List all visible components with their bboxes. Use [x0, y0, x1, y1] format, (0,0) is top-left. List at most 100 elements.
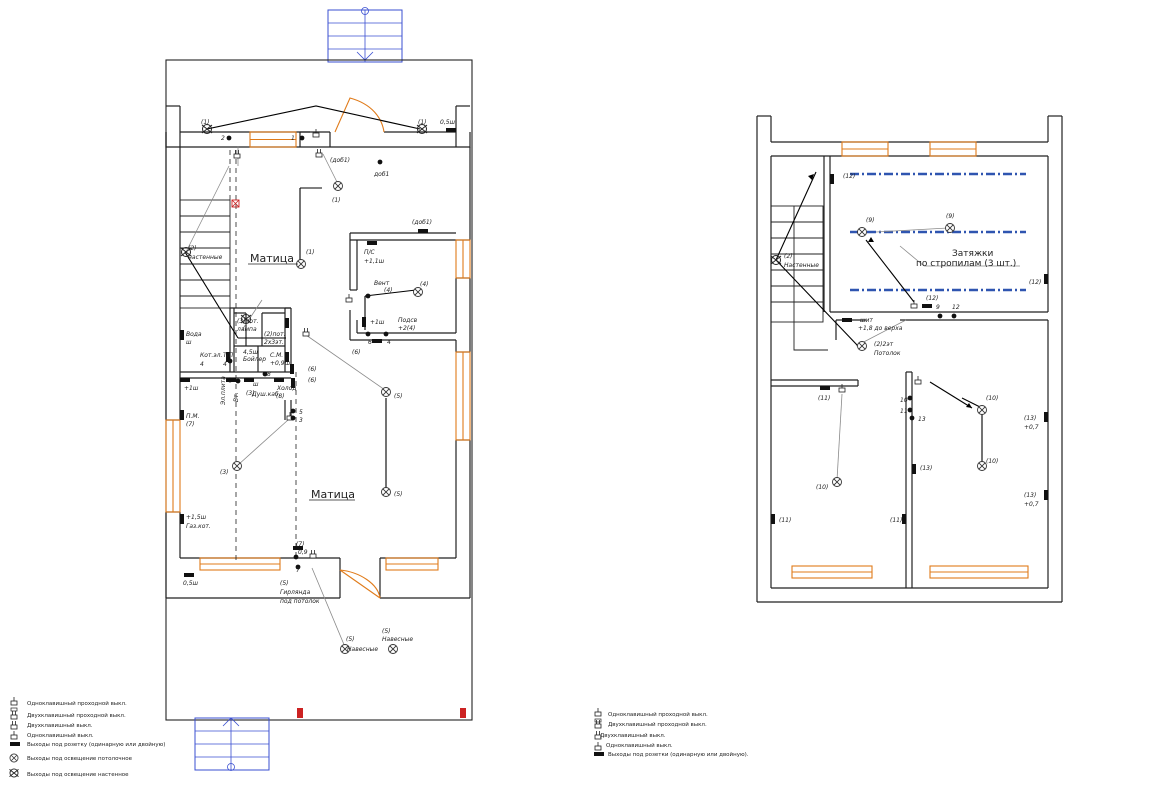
label-lamp-3b: (3) — [220, 469, 229, 476]
top-entrance-stairs — [327, 7, 403, 63]
label-out-7b: 7 — [296, 567, 300, 574]
label-out-13a-h: +0,7 — [1024, 424, 1039, 431]
label-navesnye-a: Навесные — [347, 646, 378, 653]
label-navesnye-b: Навесные — [382, 636, 413, 643]
wiring-black — [184, 105, 421, 492]
legend2-item-1: Двухклавишный проходной выкл. — [608, 721, 707, 728]
plan-2-upper-floor — [756, 115, 1063, 603]
label-zatyazhki-2: по стропилам (3 шт.) — [916, 259, 1016, 269]
label-kot-num: 4 — [200, 361, 204, 368]
plan-1-labels: (1) (1) 0,5ш 2 1 (доб1) доб1 (1) (1) (до… — [183, 119, 456, 653]
bottom-red-marker-left — [297, 708, 303, 718]
label-nastennye: Настенные — [784, 262, 819, 269]
outlets — [180, 128, 456, 577]
legend1-item-3: Одноклавишный выкл. — [27, 732, 94, 739]
upper-staircase — [770, 205, 828, 351]
upper-ceiling-lamp-2-icon — [857, 341, 867, 351]
upper-switch-11-icon — [838, 383, 846, 393]
label-out-09: 0,9 — [298, 549, 308, 556]
label-voda-sh: ш — [186, 339, 192, 346]
legend-left: Одноклавишный проходной выкл. Двухклавиш… — [9, 696, 165, 778]
label-out-11c: (11) — [890, 517, 902, 524]
label-out-11b: (11) — [779, 517, 791, 524]
switch-vent-icon — [345, 293, 353, 303]
switch-corridor-icon — [302, 327, 310, 337]
legend1-item-1: Двухклавишный проходной выкл. — [27, 712, 126, 719]
label-vent: Вент — [374, 280, 390, 287]
label-num-3a: (3) — [246, 390, 255, 397]
legend2-item-0: Одноклавишный проходной выкл. — [608, 711, 708, 718]
label-left-1: +1ш — [184, 385, 199, 392]
label-out-13a: (13) — [1024, 415, 1036, 422]
label-outlet-top-right: 0,5ш — [440, 119, 456, 126]
label-lamp-top-right: (1) — [418, 119, 427, 126]
upper-ceiling-lamp-9b-icon — [945, 223, 955, 233]
upper-ceiling-lamp-9a-icon — [857, 227, 867, 237]
label-sw-12: (12) — [926, 295, 938, 302]
switch-dop1-icon — [315, 148, 323, 158]
label-girl-5: (5) — [280, 580, 289, 587]
label-ps-h: +1,1ш — [364, 258, 385, 265]
legend1-item-6: Выходы под освещение настенное — [27, 772, 129, 778]
label-mattress-2: Матица — [311, 488, 355, 501]
label-xolod: Холод — [276, 385, 296, 392]
switch-dots — [226, 135, 389, 570]
label-ps: П/С — [364, 249, 376, 256]
label-shit: шит — [860, 317, 873, 324]
label-num-8: 8 — [267, 371, 271, 378]
plan-1-ground-floor — [165, 7, 473, 771]
switch-1-icon — [312, 128, 320, 138]
plan-2-labels: (12) (9) (9) (12) (12) 9 12 шит +1,8 до … — [779, 173, 1041, 524]
label-lamp-10a: (10) — [986, 395, 998, 402]
label-girl2: под потолок — [280, 598, 320, 605]
label-stairs-note: настенные — [188, 254, 223, 261]
plan-2-tie-labels: Затяжки по стропилам (3 шт.) — [916, 249, 1016, 269]
ceiling-lamp-5a-icon — [381, 387, 391, 397]
front-door — [334, 97, 385, 133]
label-beam-9b: (9) — [946, 213, 955, 220]
upper-dots — [907, 313, 957, 421]
label-kot-el: Кот.эл. — [200, 352, 222, 359]
label-stairs-lamp: (2) — [188, 245, 197, 252]
label-lamp-10c: (10) — [986, 458, 998, 465]
label-num-8b: (8) — [276, 393, 285, 400]
upper-outlets — [771, 174, 1048, 524]
upper-ceiling-lamp-10b-icon — [977, 405, 987, 415]
label-nav-5b: (5) — [382, 628, 391, 635]
label-stairs-2: (2) — [784, 253, 793, 260]
label-lamp-top-left: (1) — [201, 119, 210, 126]
ceiling-lamp-1a-icon — [333, 181, 343, 191]
label-num-4: 4 — [387, 339, 391, 346]
label-right-12: (12) — [1029, 279, 1041, 286]
label-wc-1: +1ш — [370, 319, 385, 326]
label-out-13c-h: +0,7 — [1024, 501, 1039, 508]
ceiling-lamp-navesnye-b-icon — [388, 644, 398, 654]
label-sw-13: 13 — [918, 416, 926, 423]
label-lamp-10b: (10) — [816, 484, 828, 491]
switch-girl-icon — [309, 549, 317, 559]
legend2-item-3: Одноклавишный выкл. — [606, 742, 673, 749]
label-beam-9a: (9) — [866, 217, 875, 224]
label-vtyazh: Вт. — [233, 392, 240, 402]
label-beam-12: (12) — [843, 173, 855, 180]
label-out-13c: (13) — [1024, 492, 1036, 499]
bottom-entrance-stairs — [194, 717, 270, 771]
label-zatyazhki-1: Затяжки — [952, 249, 993, 259]
label-dop1-a: (доб1) — [330, 157, 350, 164]
label-nav-5a: (5) — [346, 636, 355, 643]
label-potolok-2: (2)2эт — [874, 341, 894, 348]
label-sm: С.М. — [270, 352, 283, 359]
label-dush: Душ.каб. — [251, 391, 281, 398]
upper-ceiling-lamp-10a-icon — [832, 477, 842, 487]
upper-switch-10-icon — [914, 375, 922, 385]
upper-switch-12-icon — [910, 299, 918, 309]
label-sw3: 3 — [299, 417, 303, 424]
label-boiler: Бойлер — [243, 356, 266, 363]
interior-staircase — [179, 199, 231, 309]
label-sw5: 5 — [299, 409, 303, 416]
label-num-6b: (6) — [352, 349, 361, 356]
label-podsv: Подсв — [398, 317, 418, 324]
label-sw-11: 11 — [900, 408, 908, 415]
wiring-gray — [185, 146, 386, 648]
